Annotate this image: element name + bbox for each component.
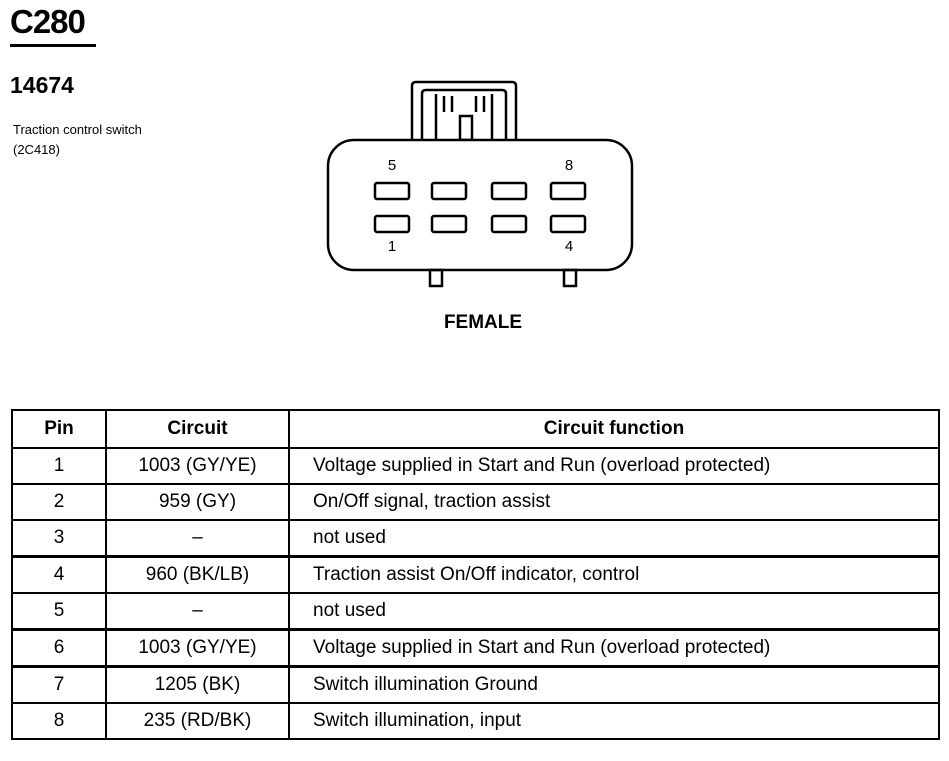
cavity-2 bbox=[430, 214, 468, 234]
cell-circuit: 1205 (BK) bbox=[105, 665, 290, 704]
cavity-5 bbox=[373, 181, 411, 201]
table-row: 1 1003 (GY/YE) Voltage supplied in Start… bbox=[11, 447, 940, 485]
connector-id: C280 bbox=[10, 3, 86, 40]
cavity-6 bbox=[430, 181, 468, 201]
cavity-row-top bbox=[373, 181, 587, 201]
cell-function: Traction assist On/Off indicator, contro… bbox=[288, 555, 940, 594]
connector-tab-left bbox=[428, 268, 444, 288]
connector-housing bbox=[326, 138, 634, 272]
pin-label-5: 5 bbox=[388, 157, 396, 174]
cell-function: Switch illumination, input bbox=[288, 702, 940, 740]
cell-function: Switch illumination Ground bbox=[288, 665, 940, 704]
table-row: 2 959 (GY) On/Off signal, traction assis… bbox=[11, 483, 940, 521]
connector-diagram: 5 8 1 4 FEMALE bbox=[326, 80, 634, 333]
cavity-3 bbox=[490, 214, 528, 234]
cell-function: not used bbox=[288, 519, 940, 558]
cavity-row-bottom bbox=[373, 214, 587, 234]
connector-id-underline bbox=[10, 44, 96, 47]
table-row: 3 – not used bbox=[11, 519, 940, 558]
cell-pin: 1 bbox=[11, 447, 107, 485]
pin-label-4: 4 bbox=[565, 238, 573, 255]
cell-pin: 3 bbox=[11, 519, 107, 558]
pinout-table: Pin Circuit Circuit function 1 1003 (GY/… bbox=[11, 409, 940, 740]
connector-tab-right bbox=[562, 268, 578, 288]
pin-label-8: 8 bbox=[565, 157, 573, 174]
cell-pin: 8 bbox=[11, 702, 107, 740]
cell-pin: 4 bbox=[11, 555, 107, 594]
header-circuit-function: Circuit function bbox=[288, 409, 940, 449]
cavity-8 bbox=[549, 181, 587, 201]
cell-circuit: 1003 (GY/YE) bbox=[105, 447, 290, 485]
table-row: 7 1205 (BK) Switch illumination Ground bbox=[11, 665, 940, 704]
cell-circuit: 235 (RD/BK) bbox=[105, 702, 290, 740]
cavity-4 bbox=[549, 214, 587, 234]
header-circuit: Circuit bbox=[105, 409, 290, 449]
cell-function: Voltage supplied in Start and Run (overl… bbox=[288, 447, 940, 485]
part-number: 14674 bbox=[10, 72, 74, 98]
cavity-1 bbox=[373, 214, 411, 234]
connector-description: Traction control switch (2C418) bbox=[13, 122, 142, 157]
cavity-7 bbox=[490, 181, 528, 201]
table-row: 4 960 (BK/LB) Traction assist On/Off ind… bbox=[11, 555, 940, 594]
cell-pin: 2 bbox=[11, 483, 107, 521]
pin-label-1: 1 bbox=[388, 238, 396, 255]
cell-pin: 5 bbox=[11, 592, 107, 631]
cell-circuit: 960 (BK/LB) bbox=[105, 555, 290, 594]
table-row: 6 1003 (GY/YE) Voltage supplied in Start… bbox=[11, 628, 940, 668]
cell-circuit: 1003 (GY/YE) bbox=[105, 628, 290, 668]
connector-latch bbox=[410, 80, 518, 142]
table-header-row: Pin Circuit Circuit function bbox=[11, 409, 940, 449]
header-pin: Pin bbox=[11, 409, 107, 449]
table-row: 8 235 (RD/BK) Switch illumination, input bbox=[11, 702, 940, 740]
cell-function: not used bbox=[288, 592, 940, 631]
cell-pin: 6 bbox=[11, 628, 107, 668]
connector-gender-label: FEMALE bbox=[444, 312, 522, 333]
cell-function: On/Off signal, traction assist bbox=[288, 483, 940, 521]
cell-pin: 7 bbox=[11, 665, 107, 704]
cell-circuit: – bbox=[105, 519, 290, 558]
table-row: 5 – not used bbox=[11, 592, 940, 631]
cell-circuit: – bbox=[105, 592, 290, 631]
cell-function: Voltage supplied in Start and Run (overl… bbox=[288, 628, 940, 668]
cell-circuit: 959 (GY) bbox=[105, 483, 290, 521]
